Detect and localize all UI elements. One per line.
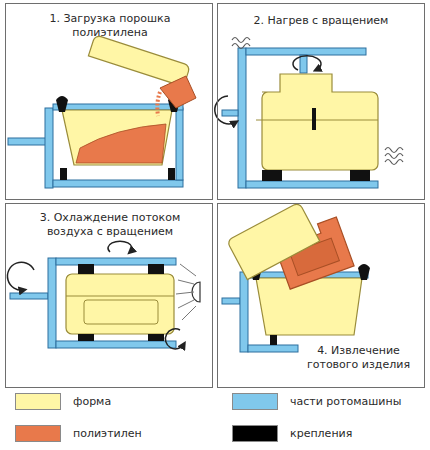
machine-post <box>176 108 183 180</box>
machine-link <box>300 55 307 73</box>
panel-3-art <box>7 241 200 349</box>
clamp <box>148 264 164 274</box>
legend-entry: полиэтилен <box>15 425 215 445</box>
legend-swatch <box>15 393 61 410</box>
rotation-arrow <box>293 56 321 70</box>
clamp <box>270 335 277 345</box>
clamp <box>148 334 164 341</box>
panel-title: 4. Извлечение готового изделия <box>296 344 421 372</box>
heat-waves <box>385 148 403 165</box>
rotation-arrow <box>7 262 34 290</box>
clamp <box>262 170 282 181</box>
legend-entry: части ротомашины <box>232 393 427 413</box>
polyethylene-powder <box>76 124 166 163</box>
panel-title: 1. Загрузка порошка полиэтилена <box>40 12 180 40</box>
legend-swatch <box>232 393 278 410</box>
closed-mold <box>66 274 174 334</box>
mold-bottom <box>62 110 172 165</box>
rotation-arrow <box>108 241 132 252</box>
machine-post <box>48 258 56 348</box>
machine-post <box>45 108 53 188</box>
legend-entry: форма <box>15 393 215 413</box>
clamp <box>168 168 175 180</box>
clamp <box>56 96 68 112</box>
mold-lid <box>88 35 190 87</box>
clamp <box>78 334 94 341</box>
rotation-arrow <box>215 96 236 124</box>
heat-waves <box>232 38 250 49</box>
panel-box: 3. Охлаждение потоком воздуха с вращение… <box>5 203 213 388</box>
mold-lid-shape <box>227 202 320 279</box>
legend-label: форма <box>73 394 111 409</box>
legend-swatch <box>232 425 278 442</box>
mold-detail <box>84 300 158 324</box>
panel-1-art <box>8 35 196 188</box>
panel-box: 1. Загрузка порошка полиэтилена <box>5 3 213 200</box>
machine-frame <box>53 104 183 110</box>
clamp <box>60 168 67 180</box>
clamp <box>312 108 316 130</box>
machine-arm <box>222 110 238 116</box>
legend-swatch <box>15 425 61 442</box>
clamp <box>358 264 370 280</box>
clamp <box>78 264 94 274</box>
air-flow <box>176 264 196 320</box>
machine-bar <box>56 341 176 348</box>
machine-bar <box>246 181 378 188</box>
machine-post <box>240 272 248 352</box>
clamp <box>350 170 370 181</box>
machine-arm <box>222 298 240 304</box>
machine-bar <box>246 48 366 55</box>
rotation-arrow <box>165 329 184 349</box>
mold-lid <box>227 202 320 279</box>
machine-bar <box>56 258 176 265</box>
legend-label: части ротомашины <box>290 394 401 409</box>
legend-label: крепления <box>290 426 352 441</box>
panel-title: 3. Охлаждение потоком воздуха с вращение… <box>30 211 190 239</box>
legend-label: полиэтилен <box>73 426 142 441</box>
legend-entry: крепления <box>232 425 427 445</box>
panel-box: 2. Нагрев с вращением <box>217 3 425 200</box>
mold-lid-shape <box>88 35 190 87</box>
mold-seam <box>66 296 174 297</box>
closed-mold <box>262 74 378 170</box>
machine-bar <box>53 180 183 187</box>
machine-post <box>238 48 246 188</box>
powder-stream <box>157 92 160 116</box>
panel-2-art <box>215 38 403 189</box>
panel-box: 4. Извлечение готового изделия <box>217 203 425 388</box>
machine-arm <box>10 293 48 299</box>
powder-cup <box>160 76 196 108</box>
mold-bottom <box>256 278 362 335</box>
panel-4-art <box>222 202 370 352</box>
panel-title: 2. Нагрев с вращением <box>226 14 416 28</box>
machine-bar <box>248 345 298 352</box>
mold-seam <box>256 120 378 121</box>
